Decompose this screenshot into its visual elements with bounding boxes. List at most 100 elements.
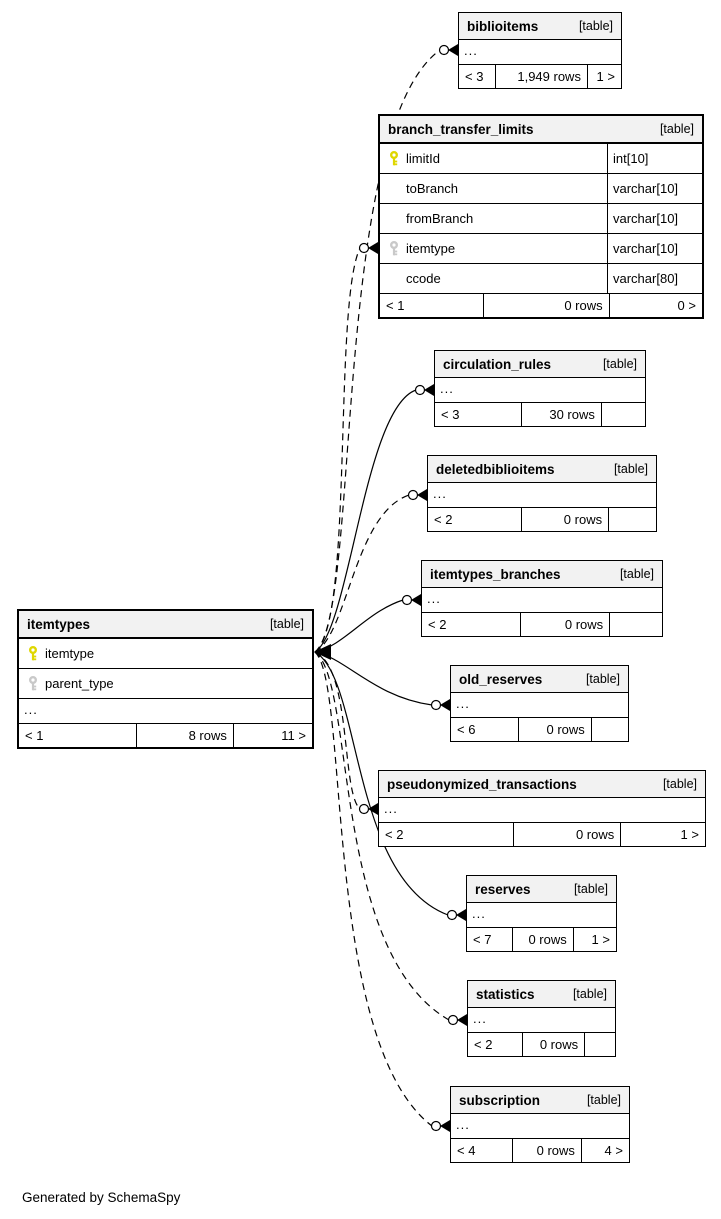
footer-row-count: 0 rows [521,508,608,531]
relationship-itemtypes-pseudonymized-transactions [314,651,378,815]
table-header: deletedbiblioitems [table] [428,456,656,483]
table-circulation-rules[interactable]: circulation_rules [table] ... < 3 30 row… [434,350,646,427]
footer-child-count: 1 > [572,928,616,951]
column-row: itemtype varchar[10] [380,234,702,264]
footer-parent-count: < 3 [465,69,484,84]
table-name[interactable]: old_reserves [459,671,543,687]
footer-child-count: 1 > [586,65,621,88]
footer-child-count: 4 > [580,1139,629,1162]
column-row: itemtype [19,639,312,669]
foreign-key-icon [23,669,43,698]
columns-ellipsis: ... [451,1114,629,1139]
table-name[interactable]: deletedbiblioitems [436,461,555,477]
column-type: varchar[80] [607,264,702,293]
column-row: fromBranch varchar[10] [380,204,702,234]
table-tag: [table] [586,1093,621,1107]
footer-parent-count: < 6 [457,722,476,737]
footer-child-count: 1 > [620,823,705,846]
footer-row-count: 1,949 rows [494,65,587,88]
column-type: varchar[10] [607,204,702,233]
relationship-itemtypes-subscription [314,651,450,1132]
table-branch-transfer-limits[interactable]: branch_transfer_limits [table] limitId i… [378,114,704,319]
column-name: itemtype [406,241,456,256]
footer-child-count [608,508,656,531]
column-row: parent_type [19,669,312,699]
column-name: parent_type [45,676,114,691]
column-row: limitId int[10] [380,144,702,174]
table-footer: < 6 0 rows [451,718,628,741]
footer-child-count [584,1033,615,1056]
relationship-itemtypes-reserves [314,651,466,921]
table-tag: [table] [659,122,694,136]
columns-ellipsis: ... [468,1008,615,1033]
footer-child-count: 0 > [608,294,702,317]
table-header: reserves [table] [467,876,616,903]
table-header: itemtypes [table] [19,611,312,639]
footer-parent-count: < 2 [428,617,447,632]
table-name[interactable]: itemtypes_branches [430,566,561,582]
footer-parent-count: < 1 [25,728,44,743]
primary-key-icon [384,144,404,173]
table-footer: < 2 0 rows [428,508,656,531]
columns-ellipsis: ... [379,798,705,823]
footer-row-count: 0 rows [511,1139,581,1162]
column-row: toBranch varchar[10] [380,174,702,204]
table-tag: [table] [662,777,697,791]
table-tag: [table] [572,987,607,1001]
table-name[interactable]: biblioitems [467,18,539,34]
footer-parent-count: < 4 [457,1143,476,1158]
table-pseudonymized-transactions[interactable]: pseudonymized_transactions [table] ... <… [378,770,706,847]
table-footer: < 2 0 rows 1 > [379,823,705,846]
table-footer: < 2 0 rows [468,1033,615,1056]
relationship-itemtypes-branch-transfer-limits [314,242,378,653]
column-type: varchar[10] [607,234,702,263]
footer-row-count: 0 rows [520,613,609,636]
table-name[interactable]: circulation_rules [443,356,552,372]
table-header: branch_transfer_limits [table] [380,116,702,144]
table-subscription[interactable]: subscription [table] ... < 4 0 rows 4 > [450,1086,630,1163]
table-itemtypes-branches[interactable]: itemtypes_branches [table] ... < 2 0 row… [421,560,663,637]
credit-text: Generated by SchemaSpy [22,1190,181,1205]
key-icon-slot [384,204,404,233]
footer-parent-count: < 1 [386,298,405,313]
relationship-itemtypes-biblioitems [314,44,458,653]
table-tag: [table] [613,462,648,476]
relationship-itemtypes-itemtypes-branches [314,594,421,653]
key-icon-slot [384,264,404,293]
relationship-itemtypes-old-reserves [314,651,450,711]
table-name[interactable]: branch_transfer_limits [388,121,534,137]
footer-row-count: 0 rows [512,823,621,846]
table-header: biblioitems [table] [459,13,621,40]
table-name[interactable]: statistics [476,986,535,1002]
key-icon-slot [384,174,404,203]
table-tag: [table] [619,567,654,581]
column-name: itemtype [45,646,95,661]
column-row: ccode varchar[80] [380,264,702,294]
footer-parent-count: < 2 [385,827,404,842]
footer-parent-count: < 3 [441,407,460,422]
table-header: itemtypes_branches [table] [422,561,662,588]
footer-parent-count: < 2 [474,1037,493,1052]
column-type: varchar[10] [607,174,702,203]
footer-row-count: 0 rows [511,928,573,951]
table-tag: [table] [269,617,304,631]
table-name[interactable]: itemtypes [27,616,91,632]
table-biblioitems[interactable]: biblioitems [table] ... < 3 1,949 rows 1… [458,12,622,89]
table-name[interactable]: pseudonymized_transactions [387,776,577,792]
primary-key-icon [23,639,43,668]
table-reserves[interactable]: reserves [table] ... < 7 0 rows 1 > [466,875,617,952]
table-header: pseudonymized_transactions [table] [379,771,705,798]
table-old-reserves[interactable]: old_reserves [table] ... < 6 0 rows [450,665,629,742]
table-name[interactable]: subscription [459,1092,541,1108]
table-name[interactable]: reserves [475,881,531,897]
table-header: circulation_rules [table] [435,351,645,378]
table-statistics[interactable]: statistics [table] ... < 2 0 rows [467,980,616,1057]
table-deletedbiblioitems[interactable]: deletedbiblioitems [table] ... < 2 0 row… [427,455,657,532]
table-footer: < 7 0 rows 1 > [467,928,616,951]
footer-child-count: 11 > [232,724,312,747]
column-name: fromBranch [406,211,474,226]
table-itemtypes[interactable]: itemtypes [table] itemtype parent_type .… [17,609,314,749]
footer-row-count: 30 rows [521,403,601,426]
column-type: int[10] [607,144,702,173]
